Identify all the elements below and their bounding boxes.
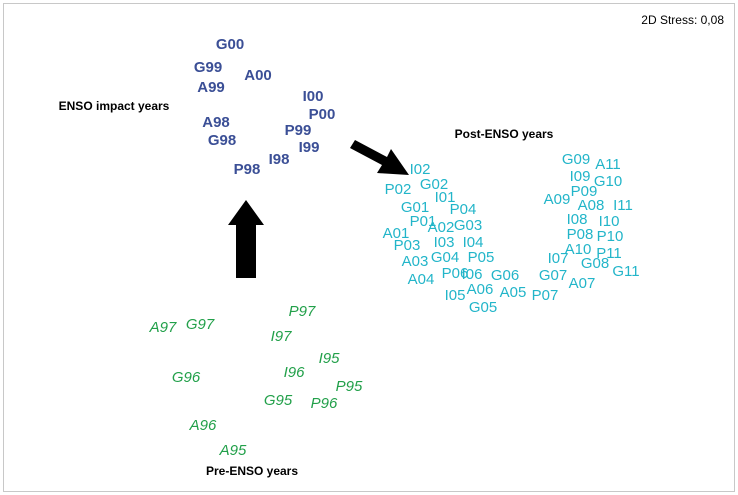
point-label-i02: I02: [410, 161, 431, 178]
point-label-g95: G95: [264, 392, 293, 409]
point-label-a98: A98: [202, 114, 230, 131]
point-label-p03: P03: [394, 237, 421, 254]
point-label-g00: G00: [216, 36, 244, 53]
point-label-a02: A02: [428, 219, 455, 236]
point-label-p99: P99: [285, 122, 312, 139]
point-label-p01: P01: [410, 213, 437, 230]
point-label-i10: I10: [599, 213, 620, 230]
point-label-p06: P06: [442, 265, 469, 282]
point-label-i99: I99: [299, 139, 320, 156]
point-label-g09: G09: [562, 151, 590, 168]
point-label-p11: P11: [596, 245, 622, 262]
point-label-i11: I11: [613, 197, 633, 214]
point-label-g96: G96: [172, 369, 201, 386]
point-label-i00: I00: [303, 88, 324, 105]
point-label-p97: P97: [289, 303, 316, 320]
point-label-i95: I95: [319, 350, 341, 367]
point-label-g99: G99: [194, 59, 222, 76]
point-label-g06: G06: [491, 267, 519, 284]
arrow-up-icon: [228, 200, 264, 278]
point-label-g98: G98: [208, 132, 236, 149]
point-label-p95: P95: [336, 378, 363, 395]
point-label-a05: A05: [500, 284, 527, 301]
point-label-i98: I98: [269, 151, 290, 168]
point-label-i96: I96: [284, 364, 306, 381]
point-label-g08: G08: [581, 255, 609, 272]
point-label-a03: A03: [402, 253, 429, 270]
plot-frame: [3, 3, 735, 492]
point-label-i04: I04: [463, 234, 484, 251]
point-label-g07: G07: [539, 267, 567, 284]
point-label-g11: G11: [612, 263, 639, 280]
point-label-i08: I08: [567, 211, 588, 228]
point-label-p96: P96: [311, 395, 338, 412]
point-label-a06: A06: [467, 281, 494, 298]
point-label-g97: G97: [186, 316, 215, 333]
point-label-g01: G01: [401, 199, 429, 216]
point-label-p08: P08: [567, 226, 594, 243]
label-post-enso-years: Post-ENSO years: [455, 127, 554, 141]
point-label-p07: P07: [532, 287, 559, 304]
point-label-g10: G10: [594, 173, 622, 190]
point-label-p02: P02: [385, 181, 412, 198]
point-label-a00: A00: [244, 67, 272, 84]
point-label-g05: G05: [469, 299, 497, 316]
point-label-p98: P98: [234, 161, 261, 178]
point-label-i03: I03: [434, 234, 455, 251]
point-label-a96: A96: [189, 417, 217, 434]
point-label-i09: I09: [570, 168, 591, 185]
point-label-a97: A97: [149, 319, 177, 336]
point-label-a08: A08: [578, 197, 605, 214]
label-enso-impact-years: ENSO impact years: [59, 99, 170, 113]
point-label-p09: P09: [571, 183, 598, 200]
point-label-i97: I97: [271, 328, 293, 345]
point-label-p04: P04: [450, 201, 477, 218]
point-label-a09: A09: [544, 191, 571, 208]
point-label-i05: I05: [445, 287, 466, 304]
point-label-g04: G04: [431, 249, 459, 266]
point-label-i07: I07: [548, 250, 569, 267]
point-label-g03: G03: [454, 217, 482, 234]
stress-value: 2D Stress: 0,08: [641, 13, 724, 27]
point-label-a11: A11: [595, 156, 621, 173]
arrow-down-right-icon: [350, 140, 409, 175]
point-label-p00: P00: [309, 106, 336, 123]
point-label-a99: A99: [197, 79, 225, 96]
label-pre-enso-years: Pre-ENSO years: [206, 464, 298, 478]
point-label-a10: A10: [565, 241, 592, 258]
point-label-a01: A01: [383, 225, 410, 242]
point-label-i01: I01: [435, 189, 456, 206]
point-label-a04: A04: [408, 271, 435, 288]
point-label-p10: P10: [597, 228, 624, 245]
point-label-i06: I06: [462, 266, 483, 283]
point-label-p05: P05: [468, 249, 495, 266]
point-label-g02: G02: [420, 176, 448, 193]
point-label-a07: A07: [569, 275, 596, 292]
point-label-a95: A95: [219, 442, 247, 459]
